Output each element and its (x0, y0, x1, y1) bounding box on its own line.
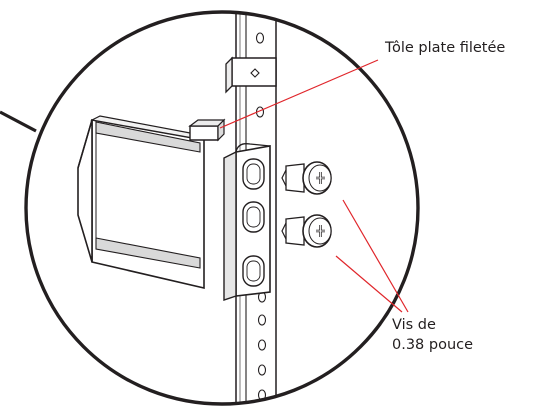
mounting-ear (223, 143, 271, 301)
leader-line-screw-lower (335, 255, 403, 313)
rail-clip (225, 56, 277, 94)
threaded-plate-label: Tôle plate filetée (385, 40, 506, 56)
magnifier-circle (24, 10, 420, 406)
phillips-screw-icon (281, 214, 332, 248)
screws-label-line1: Vis de (392, 317, 436, 333)
screws-label: Vis de 0.38 pouce (392, 315, 473, 355)
equipment-bracket (77, 115, 207, 290)
magnified-view (77, 12, 332, 404)
leader-line-screw-upper (342, 199, 409, 313)
zoom-connector-line (0, 110, 37, 133)
screws-label-line2: 0.38 pouce (392, 337, 474, 353)
threaded-plate (188, 118, 226, 142)
leader-line-plate (219, 59, 379, 129)
phillips-screw-icon (281, 161, 332, 195)
